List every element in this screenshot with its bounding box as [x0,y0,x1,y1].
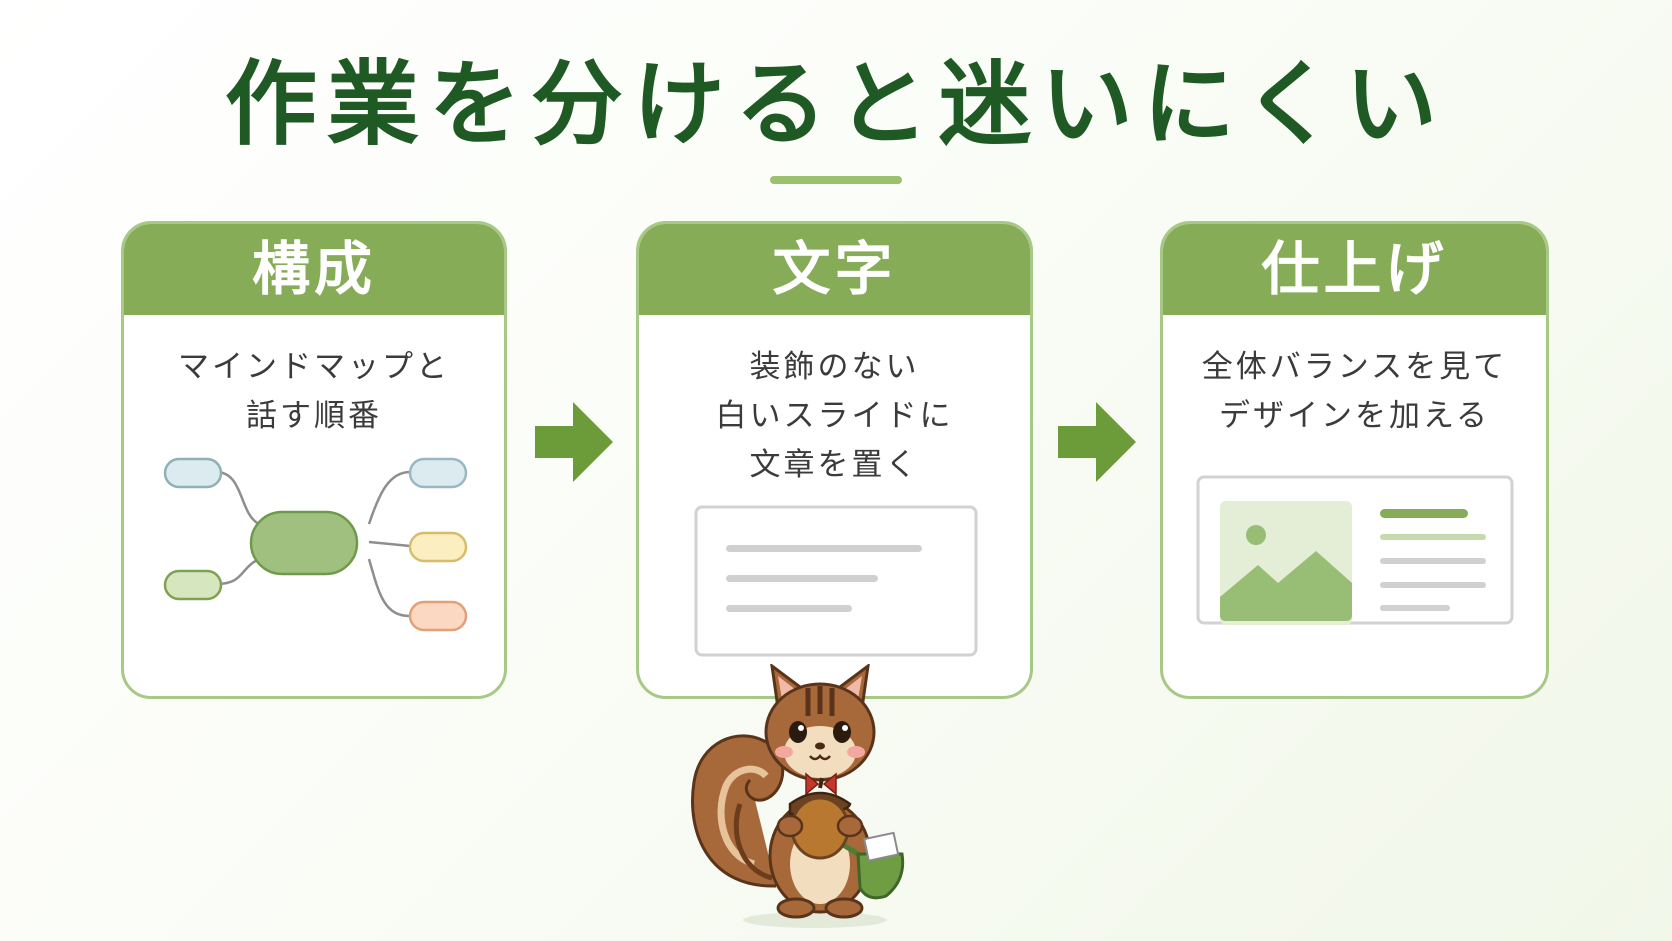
step-line: 話す順番 [246,398,382,434]
step-header-finish: 仕上げ [1163,224,1546,315]
step-description-text: 装飾のない 白いスライドに 文章を置く [639,343,1030,490]
page-title: 作業を分けると迷いにくい [224,51,1448,158]
step-line: 装飾のない [749,349,920,385]
step-card-finish: 仕上げ 全体バランスを見て デザインを加える [1160,221,1549,699]
step-header-structure: 構成 [124,224,504,315]
step-description-structure: マインドマップと 話す順番 [124,343,504,441]
text-slide-icon [694,505,978,657]
step-header-text: 文字 [639,224,1030,315]
step-description-finish: 全体バランスを見て デザインを加える [1163,343,1546,441]
designed-slide-icon [1196,475,1514,625]
squirrel-mascot-icon [691,664,905,928]
arrow-right-icon [535,402,613,482]
mind-map-icon [163,457,468,632]
step-line: マインドマップと [178,349,450,385]
step-card-text: 文字 装飾のない 白いスライドに 文章を置く [636,221,1033,699]
step-card-structure: 構成 マインドマップと 話す順番 [121,221,507,699]
step-line: 全体バランスを見て [1201,349,1508,385]
step-line: デザインを加える [1218,398,1491,434]
arrow-right-icon [1058,402,1136,482]
step-line: 文章を置く [749,447,920,483]
step-line: 白いスライドに [715,398,954,434]
title-underline [770,176,902,184]
